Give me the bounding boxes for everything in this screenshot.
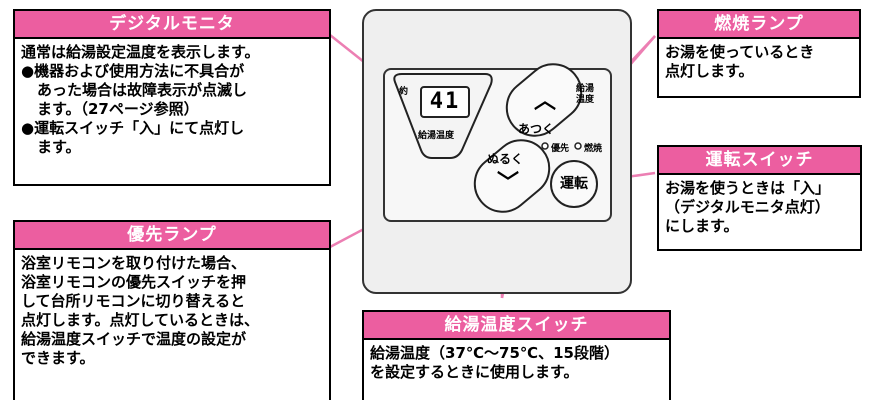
run-button[interactable]: 運転 [550, 160, 598, 208]
temp-switch-line: を設定するときに使用します。 [370, 363, 579, 381]
right-supply-temp-label: 給湯温度 [576, 84, 595, 105]
priority-lamp-dot [541, 142, 549, 150]
monitor-label-supply-temp: 給湯温度 [418, 131, 455, 141]
priority-lamp-title: 優先ランプ [15, 222, 329, 250]
down-arrow-icon[interactable]: ﹀ [496, 171, 519, 196]
priority-lamp-line: できます。 [21, 349, 95, 367]
combustion-lamp-line: 点灯します。 [665, 62, 754, 80]
combustion-lamp-body: お湯を使っているとき 点灯します。 [659, 39, 859, 81]
run-switch-line: にします。 [665, 217, 739, 235]
run-switch-line: （デジタルモニタ点灯） [665, 198, 830, 216]
priority-lamp-line: して台所リモコンに切り替えると [21, 292, 246, 310]
temp-switch-title: 給湯温度スイッチ [364, 312, 669, 340]
priority-lamp-box: 優先ランプ 浴室リモコンを取り付けた場合、 浴室リモコンの優先スイッチを押 して… [13, 220, 331, 400]
cool-button-shape [473, 139, 551, 213]
cool-label: ぬるく [487, 152, 524, 166]
hot-label: あつく [518, 122, 555, 136]
digital-monitor-line: 通常は給湯設定温度を表示します。 [21, 43, 260, 61]
run-switch-line: お湯を使うときは「入」 [665, 179, 831, 197]
digital-monitor-display: 41 [420, 86, 470, 118]
temp-switch-line: 給湯温度（37℃～75℃、15段階） [370, 344, 619, 362]
combustion-lamp-title: 燃焼ランプ [659, 11, 859, 39]
digital-monitor-line: あった場合は故障表示が点滅し [37, 81, 248, 99]
digital-monitor-box: デジタルモニタ 通常は給湯設定温度を表示します。 ●機器および使用方法に不具合が… [13, 9, 331, 186]
temp-switch-body: 給湯温度（37℃～75℃、15段階） を設定するときに使用します。 [364, 340, 669, 382]
temp-switch-box: 給湯温度スイッチ 給湯温度（37℃～75℃、15段階） を設定するときに使用しま… [362, 310, 671, 400]
digital-monitor-line: ●機器および使用方法に不具合が [21, 62, 245, 80]
run-switch-body: お湯を使うときは「入」 （デジタルモニタ点灯） にします。 [659, 175, 860, 236]
combustion-lamp-dot [574, 142, 582, 150]
priority-lamp-label: 優先 [551, 144, 570, 154]
run-switch-box: 運転スイッチ お湯を使うときは「入」 （デジタルモニタ点灯） にします。 [657, 145, 862, 251]
hot-button-shape [505, 63, 583, 137]
digital-monitor-line: ●運転スイッチ「入」にて点灯し [21, 119, 245, 137]
run-switch-title: 運転スイッチ [659, 147, 860, 175]
combustion-lamp-line: お湯を使っているとき [665, 43, 815, 61]
priority-lamp-line: 浴室リモコンを取り付けた場合、 [21, 254, 247, 272]
digital-monitor-line: ます。（27ページ参照） [37, 100, 199, 118]
priority-lamp-line: 給湯温度スイッチで温度の設定が [21, 330, 247, 348]
up-arrow-icon[interactable]: ︿ [533, 89, 556, 114]
combustion-lamp-box: 燃焼ランプ お湯を使っているとき 点灯します。 [657, 9, 861, 98]
priority-lamp-body: 浴室リモコンを取り付けた場合、 浴室リモコンの優先スイッチを押 して台所リモコン… [15, 250, 329, 368]
monitor-label-approx: 約 [399, 87, 409, 97]
digital-monitor-line: ます。 [37, 138, 81, 156]
priority-lamp-line: 点灯します。点灯しているときは、 [21, 311, 260, 329]
digital-monitor-title: デジタルモニタ [15, 11, 329, 39]
digital-monitor-body: 通常は給湯設定温度を表示します。 ●機器および使用方法に不具合が あった場合は故… [15, 39, 329, 157]
priority-lamp-line: 浴室リモコンの優先スイッチを押 [21, 273, 247, 291]
combustion-lamp-label: 燃焼 [584, 144, 603, 154]
